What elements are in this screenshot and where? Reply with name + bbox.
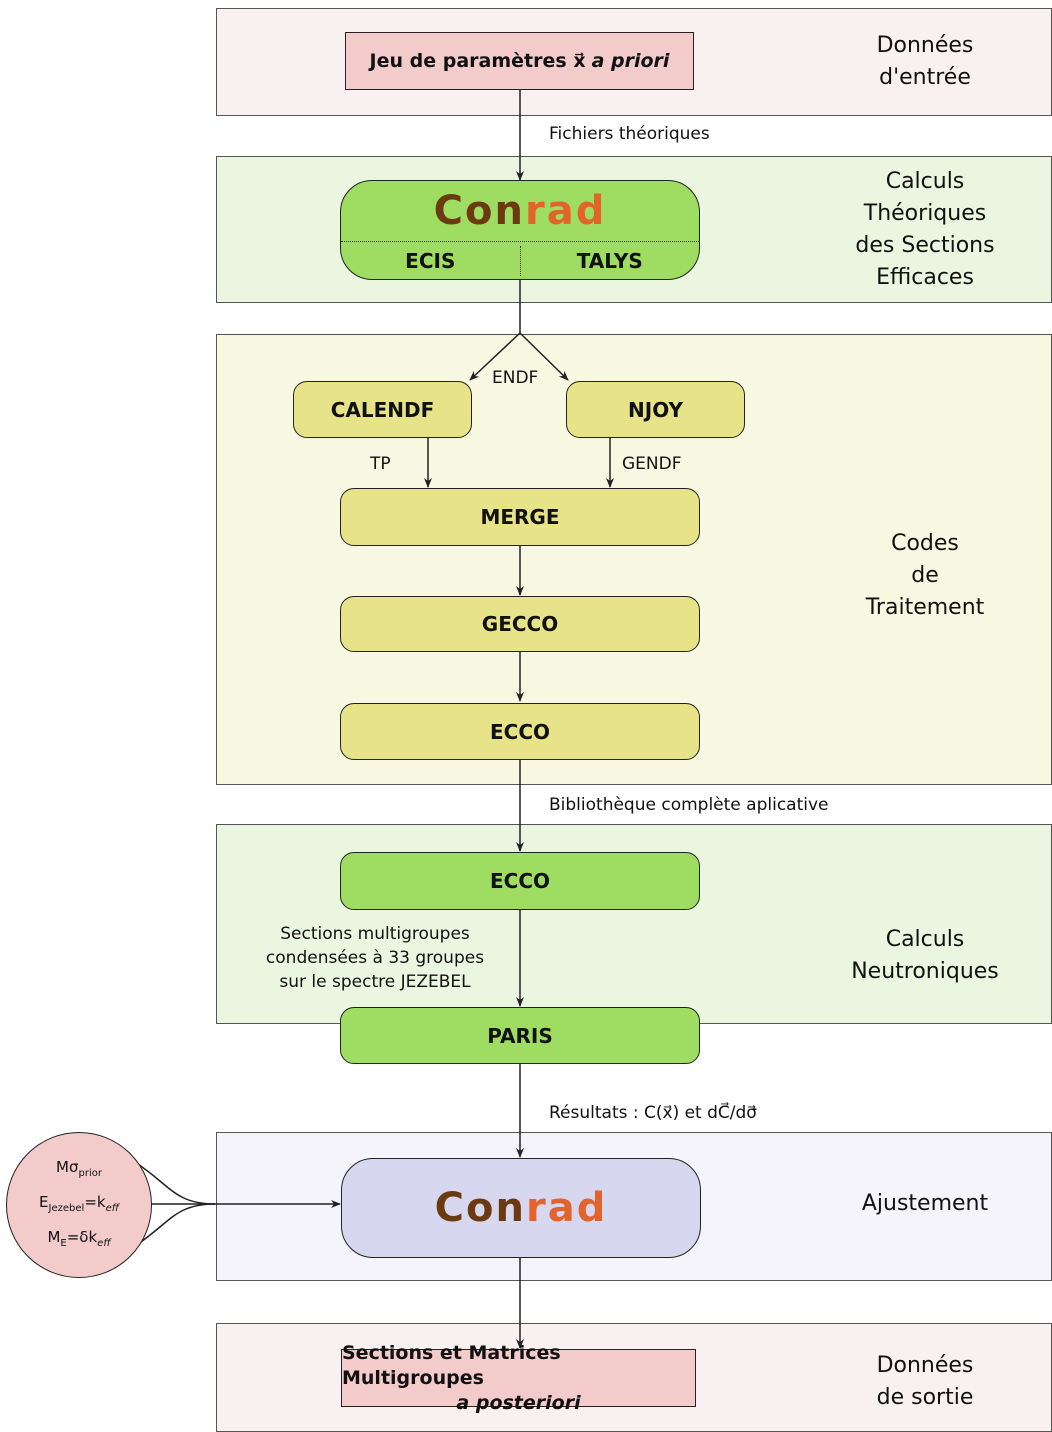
edge-tp: TP: [370, 454, 391, 474]
conrad-logo: Conrad: [433, 188, 607, 234]
output-line1: Sections et Matrices Multigroupes: [342, 1341, 561, 1389]
njoy-box: NJOY: [566, 381, 745, 438]
edge-endf: ENDF: [492, 368, 539, 388]
output-line2: a posteriori: [456, 1391, 581, 1414]
params-box: Jeu de paramètres x⃗ a priori: [345, 32, 694, 90]
calendf-box: CALENDF: [293, 381, 472, 438]
edge-biblio: Bibliothèque complète aplicative: [549, 795, 829, 815]
params-vector: x⃗: [573, 50, 586, 72]
circle-m-prior: Mσprior: [56, 1157, 102, 1179]
edge-resultats: Résultats : C(x⃗) et dC⃗/dσ⃗: [549, 1103, 758, 1123]
output-box: Sections et Matrices Multigroupes a post…: [341, 1342, 696, 1414]
gecco-box: GECCO: [340, 596, 700, 652]
edge-sections-multi: Sections multigroupes condensées à 33 gr…: [265, 924, 485, 992]
circle-m-e: ME=δkeff: [47, 1227, 111, 1249]
edge-gendf: GENDF: [622, 454, 682, 474]
circle-e-jezebel: EJezebel=keff: [39, 1192, 119, 1214]
conrad-fit-box: Conrad: [341, 1158, 701, 1258]
talys-label: TALYS: [576, 249, 643, 273]
conrad-theory-box: Conrad ECIS TALYS: [340, 180, 700, 280]
section-fit-label: Ajustement: [861, 1191, 989, 1216]
ecis-label: ECIS: [341, 246, 521, 276]
params-label: Jeu de paramètres: [369, 50, 574, 72]
arrow-to-njoy: [519, 332, 569, 381]
curve-circle-bot: [134, 1203, 216, 1247]
edge-fichiers: Fichiers théoriques: [549, 124, 710, 144]
conrad-fit-logo: Conrad: [434, 1185, 608, 1231]
paris-box: PARIS: [340, 1007, 700, 1064]
params-italic: a priori: [591, 50, 670, 72]
merge-box: MERGE: [340, 488, 700, 546]
prior-inputs-circle: Mσprior EJezebel=keff ME=δkeff: [6, 1132, 152, 1278]
ecco-neutronics-box: ECCO: [340, 852, 700, 910]
ecco-processing-box: ECCO: [340, 703, 700, 760]
arrow-to-calendf: [469, 332, 521, 381]
